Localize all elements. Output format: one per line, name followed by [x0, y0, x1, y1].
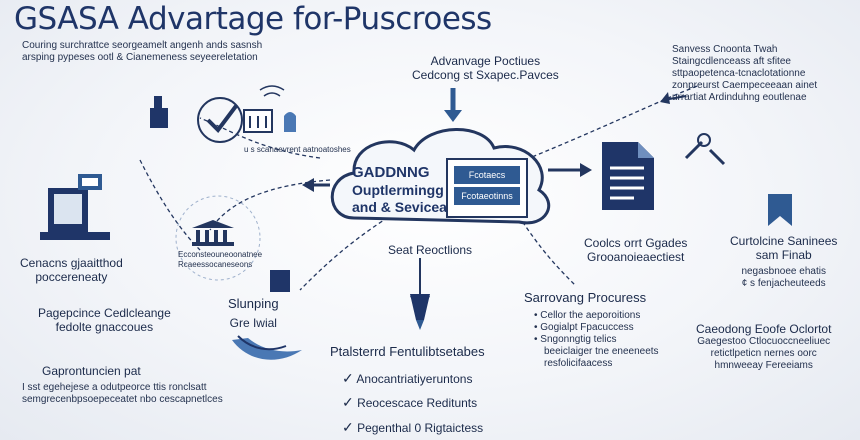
cloud-box-2: Fcotaeotinns — [454, 187, 520, 205]
flag-icon — [768, 194, 792, 226]
right-mid-line: Coolcs orrt Ggades — [584, 236, 688, 250]
cloud-heading: GADDNNG Ouptlermingg and & Sevicea — [352, 164, 447, 216]
subtitle-line: arsping pypeses ootl & Cianemeness seyee… — [22, 52, 258, 63]
right-bottom-line: hmnweeay Fereeiams — [714, 360, 813, 372]
building-icon — [192, 220, 234, 246]
box-icon — [270, 270, 290, 292]
under-cloud-label: Seat Reoctlions — [388, 243, 473, 257]
services-line: Curtolcine Saninees — [730, 234, 838, 248]
top-center-line: Cedcong st Sxapec.Pavces — [412, 68, 559, 83]
top-right-line: zonpreurst Caempeceeaan ainet — [672, 80, 818, 91]
left-small-caption: u s scanaevrent aatnoatoshes — [244, 145, 351, 154]
bottom-center-item-text: Pegenthal 0 Rigtaictess — [357, 421, 484, 436]
top-right-line: sttpaopetenca-tcnaclotationne — [672, 68, 806, 79]
dash-line-left-mid — [209, 179, 331, 231]
top-right-line: Sanvess Cnoonta Twah — [672, 44, 778, 55]
services-line: ¢ s fenjacheuteeds — [741, 277, 826, 289]
savings-bullet-text: Cellor the aeporoitions — [540, 309, 641, 321]
savings-heading: Sarrovang Procuress — [524, 290, 647, 305]
cloud-heading-line: GADDNNG — [352, 164, 430, 181]
tools-icon — [684, 133, 726, 166]
dashed-circle — [175, 195, 261, 281]
left-mid-line: Pagepcince Cedlcleange — [38, 306, 171, 320]
top-right-label: Sanvess Cnoonta Twah Staingcdlenceass af… — [672, 44, 817, 104]
savings-tail: resfolicifaacess — [544, 357, 613, 369]
services-line: sam Finab — [755, 248, 812, 263]
dash-line-right-upper — [499, 84, 701, 171]
subtitle-line: Couring surchrattce seorgeamelt angenh a… — [22, 40, 263, 51]
left-bottom-line: I sst egehejese a odutpeorce ttis roncls… — [22, 382, 207, 394]
cloud-box-1: Fcotaecs — [454, 166, 520, 184]
bottom-center-block: Ptalsterrd Fentulibtsetabes ✓ Anocantria… — [330, 344, 485, 436]
top-center-label: Advanvage Poctiues Cedcong st Sxapec.Pav… — [412, 54, 559, 83]
left-box-line: Cenacns gjaaitthod — [20, 256, 123, 270]
dash-line-right-lower — [514, 209, 576, 286]
item-marker: ✓ — [342, 419, 354, 436]
savings-block: Sarrovang Procuress • Cellor the aeporoi… — [524, 290, 659, 370]
cloud-panel: Fcotaecs Fcotaeotinns — [446, 158, 528, 218]
item-marker: ✓ — [342, 369, 354, 386]
left-bottom-line: semgrecenbpsoepeceatet nbo cescapnetlces — [22, 394, 223, 406]
top-center-line: Advanvage Poctiues — [430, 54, 541, 68]
right-bottom-block: Caeodong Eoofe Oclortot Gaegestoo Ctlocu… — [696, 322, 831, 372]
shipping-line: Gre Iwial — [229, 315, 277, 330]
item-marker: ✓ — [342, 394, 354, 411]
right-bottom-line: retictlpeticn nernes oorc — [710, 348, 817, 360]
left-box-line: poccereneaty — [35, 270, 108, 285]
check-documents-icon — [150, 85, 296, 143]
cloud-heading-line: Ouptlermingg — [352, 182, 444, 198]
savings-bullet: • Gogialpt Fpacuccess — [534, 321, 634, 333]
arrow-right — [580, 163, 592, 177]
bottom-center-item-text: Reocescace Reditunts — [357, 396, 478, 411]
top-right-line: urrartiat Ardinduhng eoutlenae — [672, 92, 807, 103]
top-right-line: Staingcdlenceass aft sfitee — [672, 56, 791, 67]
bottom-center-item: ✓ Pegenthal 0 Rigtaictess — [342, 419, 485, 436]
left-box-label: Cenacns gjaaitthod poccereneaty — [20, 256, 123, 285]
subtitle: Couring surchrattce seorgeamelt angenh a… — [22, 40, 262, 64]
document-icon — [602, 142, 654, 210]
savings-bullet-text: Sngonngtig telics — [540, 333, 617, 345]
bottom-center-heading: Ptalsterrd Fentulibtsetabes — [330, 344, 485, 359]
savings-bullet: • Cellor the aeporoitions — [534, 309, 641, 321]
left-mid-line: fedolte gnaccoues — [55, 320, 154, 335]
arrow-left — [302, 178, 314, 192]
laptop-icon — [40, 174, 110, 240]
services-line: negasbnoee ehatis — [741, 265, 826, 277]
right-mid-label: Coolcs orrt Ggades Grooanoieaectiest — [584, 236, 687, 265]
savings-tail: beeiclaiger tne eneeneets — [544, 345, 659, 357]
savings-bullet-text: Gogialpt Fpacuccess — [540, 321, 634, 333]
pen-icon — [410, 294, 430, 330]
shipping-label: Slunping Gre Iwial — [228, 296, 279, 330]
right-bottom-heading: Caeodong Eoofe Oclortot — [696, 322, 832, 336]
bottom-center-item: ✓ Anocantriatiyeruntons — [342, 370, 485, 387]
savings-bullet: • Sngonngtig telics — [534, 333, 617, 345]
left-bottom-heading: Gaprontuncien pat — [42, 364, 141, 378]
page-title: GSASA Advartage for-Puscroess — [14, 1, 492, 37]
building-caption: Ecconsteouneoonatnee — [178, 250, 263, 259]
right-mid-line: Grooanoieaectiest — [586, 250, 685, 265]
bottom-center-item: ✓ Reocescace Reditunts — [342, 394, 485, 411]
cloud-heading-line: and & Sevicea — [352, 198, 447, 215]
wing-icon — [232, 335, 302, 360]
bottom-center-item-text: Anocantriatiyeruntons — [356, 371, 473, 386]
shipping-line: Slunping — [228, 296, 279, 311]
building-caption-2: Rcaeessocaneseons — [178, 260, 253, 269]
right-bottom-line: Gaegestoo Ctlocuoccneeliuec — [697, 336, 831, 348]
left-bottom-block: Gaprontuncien pat I sst egehejese a odut… — [22, 364, 223, 406]
left-mid-label: Pagepcince Cedlcleange fedolte gnaccoues — [38, 306, 171, 335]
services-block: Curtolcine Saninees sam Finab negasbnoee… — [730, 234, 837, 290]
